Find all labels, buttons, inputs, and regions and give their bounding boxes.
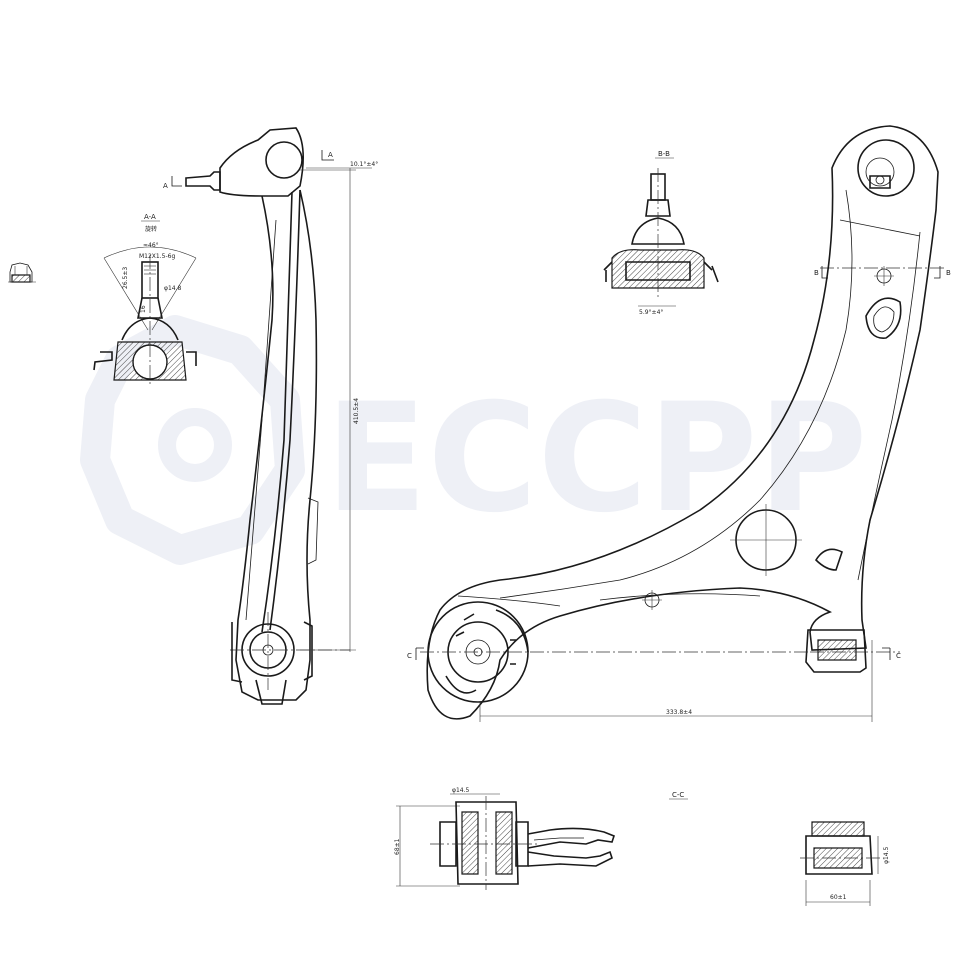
- watermark-logo-icon: [80, 315, 305, 565]
- section-bb: B-B 5.9°±4°: [603, 150, 719, 316]
- section-aa-title: A-A: [144, 213, 156, 221]
- thread-label: M12X1.5-6g: [139, 253, 175, 260]
- section-cc-title: C-C: [672, 791, 684, 799]
- cc-bore-label: φ14.5: [883, 847, 890, 865]
- stud-dia-label: φ14.8: [164, 285, 182, 292]
- section-aa-subtitle: 旋转: [145, 225, 157, 233]
- section-cc: C-C φ14.5 60±1: [669, 791, 890, 906]
- section-b-left-label: B: [814, 269, 819, 277]
- cc-height-label: 68±1: [394, 838, 401, 855]
- section-a-left-label: A: [163, 182, 168, 190]
- watermark: ECCPP: [80, 315, 868, 565]
- section-bb-title: B-B: [658, 150, 670, 158]
- cc-diameter-label: φ14.5: [452, 787, 470, 794]
- angle-top-label: 10.1°±4°: [350, 161, 378, 168]
- section-b-right-label: B: [946, 269, 951, 277]
- stud-small-label: 16: [140, 305, 147, 313]
- cone-angle-label: ≈46°: [143, 242, 159, 249]
- bb-angle-label: 5.9°±4°: [639, 309, 663, 316]
- section-c-left-label: C: [407, 652, 412, 660]
- watermark-logo-ring: [158, 408, 232, 482]
- side-view-arm: A A 410.5±4 10.1°±4°: [163, 127, 378, 705]
- bushing-side-view: φ14.5 68±1: [394, 787, 615, 890]
- span-dimension-label: 333.8±4: [666, 709, 692, 716]
- cc-width-label: 60±1: [830, 894, 847, 901]
- control-arm-plan-view: B B: [407, 125, 951, 722]
- nut-icon: [8, 262, 36, 283]
- height-dimension-label: 410.5±4: [353, 398, 360, 424]
- section-aa: A-A 旋转 ≈46° M12X1.5-6g 26.5±3 φ14.8 16: [93, 213, 197, 385]
- section-a-right-label: A: [328, 151, 333, 159]
- stud-length-label: 26.5±3: [122, 267, 129, 289]
- watermark-text: ECCPP: [325, 372, 868, 546]
- section-c-right-label: C: [896, 652, 901, 660]
